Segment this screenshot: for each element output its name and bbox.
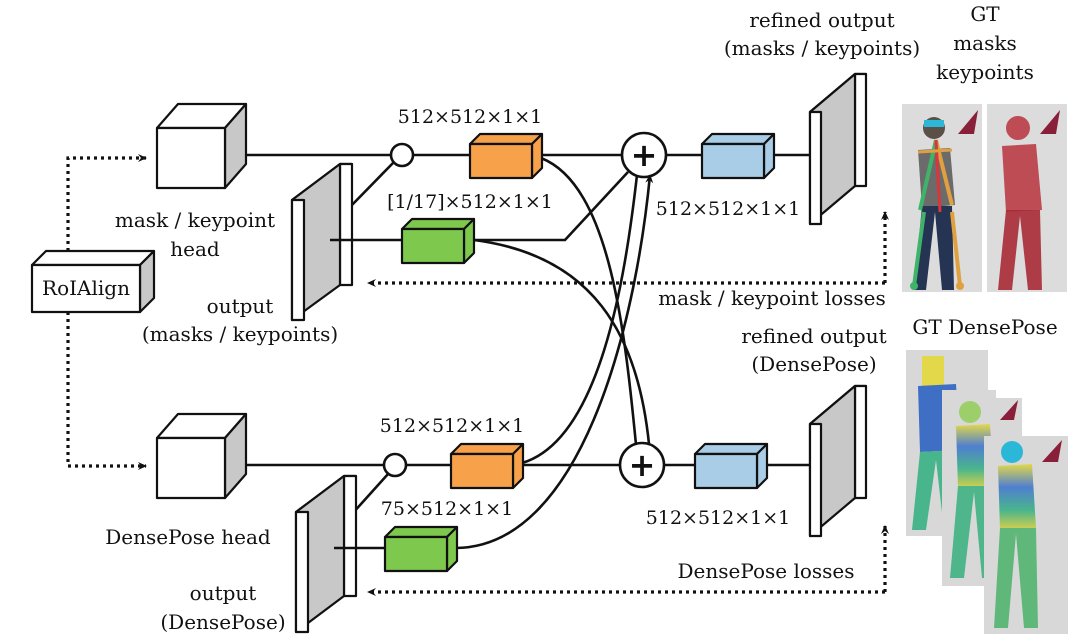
output-densepose-plane — [294, 474, 358, 634]
mask-losses-label: mask / keypoint losses — [658, 286, 886, 310]
cross-connections — [454, 156, 654, 550]
gt-top-label-3: keypoints — [936, 60, 1034, 84]
bottom-split-node — [382, 452, 408, 478]
top-green-conv — [400, 217, 476, 265]
output-densepose-label-2: (DensePose) — [160, 610, 285, 634]
refined-bottom-label-1: refined output — [741, 324, 886, 348]
bottom-orange-conv-label: 512×512×1×1 — [380, 415, 524, 437]
gt-densepose-images — [906, 350, 1068, 634]
mask-head-label-1: mask / keypoint — [115, 208, 275, 232]
top-plus-icon: + — [631, 136, 658, 174]
top-blue-conv — [700, 132, 776, 180]
top-blue-conv-label: 512×512×1×1 — [656, 198, 800, 220]
densepose-head-cube — [155, 412, 248, 500]
output-masks-plane — [290, 162, 354, 322]
gt-densepose-label: GT DensePose — [912, 315, 1057, 339]
bottom-green-conv — [383, 525, 459, 573]
mask-keypoint-head-cube — [155, 102, 248, 190]
top-split-node — [389, 142, 415, 168]
top-green-conv-label: [1/17]×512×1×1 — [387, 191, 553, 213]
top-orange-conv-label: 512×512×1×1 — [398, 106, 542, 128]
output-masks-label-1: output — [207, 294, 274, 318]
output-masks-label-2: (masks / keypoints) — [142, 322, 338, 346]
top-orange-to-bottom-sum — [540, 156, 639, 456]
refined-top-label-2: (masks / keypoints) — [724, 36, 920, 60]
densepose-head-label: DensePose head — [105, 525, 271, 549]
bottom-green-to-top-sum — [454, 174, 654, 550]
refined-output-densepose-plane — [808, 384, 868, 538]
gt-top-label-2: masks — [953, 31, 1017, 55]
bottom-branch-to-output — [351, 473, 389, 515]
densepose-losses-label: DensePose losses — [677, 559, 854, 583]
gt-mask-image — [987, 104, 1067, 292]
bottom-blue-conv-label: 512×512×1×1 — [646, 507, 790, 529]
mask-head-label-2: head — [170, 237, 220, 261]
top-orange-conv — [468, 132, 544, 180]
gt-keypoints-image — [902, 104, 982, 292]
bottom-plus-icon: + — [629, 446, 656, 484]
roialign-block: RoIAlign — [30, 249, 156, 314]
top-branch-to-output — [349, 162, 394, 208]
roialign-to-mask-head-arrow — [66, 154, 147, 251]
gt-top-label-1: GT — [970, 2, 1000, 26]
roialign-label: RoIAlign — [42, 276, 130, 300]
refined-output-masks-plane — [808, 72, 868, 226]
bottom-orange-conv — [449, 442, 525, 490]
roialign-to-densepose-head-arrow — [66, 312, 147, 470]
bottom-blue-conv — [693, 442, 769, 490]
top-green-to-bottom-sum — [473, 238, 654, 456]
refined-top-label-1: refined output — [749, 8, 894, 32]
refined-bottom-label-2: (DensePose) — [751, 352, 876, 376]
bottom-orange-to-top-sum — [521, 174, 639, 465]
top-sum-node: + — [620, 131, 668, 179]
bottom-green-conv-label: 75×512×1×1 — [381, 498, 513, 520]
output-densepose-label-1: output — [190, 581, 257, 605]
bottom-sum-node: + — [618, 441, 666, 489]
